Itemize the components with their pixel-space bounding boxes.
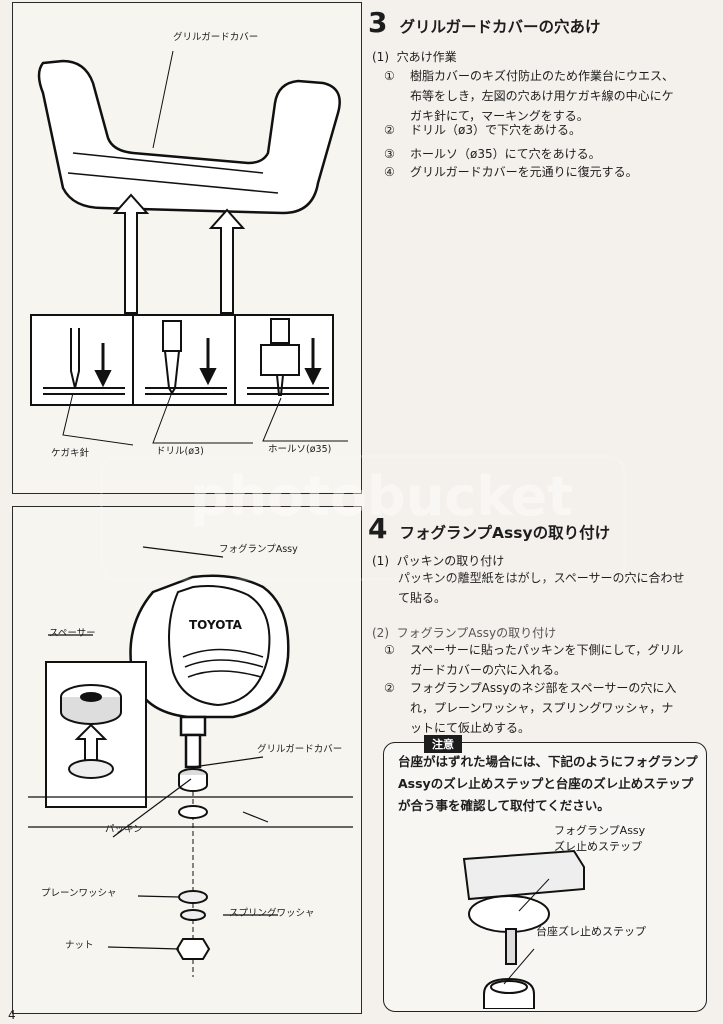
section3-step-3: ③ ホールソ（ø35）にて穴をあける。: [384, 147, 601, 161]
section4-title: フォグランプAssyの取り付け: [399, 524, 611, 542]
foglamp-drawing: [129, 574, 290, 769]
caution-illustration: [462, 849, 585, 1009]
marking-arrows: [112, 193, 246, 314]
holesaw-drawing: [247, 318, 329, 396]
section3-title: グリルガードカバーの穴あけ: [399, 18, 601, 36]
watermark-frame: [100, 455, 626, 581]
page-number: 4: [8, 1008, 16, 1022]
diagram-foglamp-panel: TOYOTA: [12, 506, 362, 1014]
foglamp-exploded-illustration: TOYOTA: [28, 546, 353, 977]
scriber-drawing: [43, 328, 125, 395]
section3-number: 3: [368, 6, 388, 39]
label-packing: パッキン: [105, 824, 143, 835]
watermark-text: photobucket: [190, 465, 574, 528]
drill-drawing: [145, 320, 227, 395]
section4-subheading-2: (2) フォグランプAssyの取り付け: [372, 626, 557, 640]
label-plain-washer: プレーンワッシャ: [41, 888, 117, 899]
section4-step-1: ① スペーサーに貼ったパッキンを下側にして，グリルガードカバーの穴に入れる。: [384, 643, 684, 677]
grille-guard-cover-drawing: [37, 59, 341, 215]
diagram-drilling-panel: グリルガードカバー ケガキ針 ドリル(ø3) ホールソ(ø35): [12, 2, 362, 494]
label-drill: ドリル(ø3): [156, 446, 204, 457]
caution-box: 注意 台座がはずれた場合には、下記のようにフォグランプAssyのズレ止めステップ…: [383, 735, 707, 1012]
label-scriber: ケガキ針: [51, 448, 90, 459]
label-fog-step: フォグランプAssy ズレ止めステップ: [554, 824, 646, 853]
section4-subheading-1: (1) パッキンの取り付け: [372, 554, 505, 568]
label-fog-lamp: フォグランプAssy: [219, 544, 298, 555]
section3-step-1: ① 樹脂カバーのキズ付防止のため作業台にウエス、布等をしき，左図の穴あけ用ケガキ…: [384, 69, 675, 123]
caution-badge: 注意: [424, 735, 462, 753]
section3-step-4: ④ グリルガードカバーを元通りに復元する。: [384, 165, 638, 179]
section4-step-2: ② フォグランプAssyのネジ部をスペーサーの穴に入れ，プレーンワッシャ，スプリ…: [384, 681, 677, 735]
section4-heading: 4 フォグランプAssyの取り付け: [368, 512, 610, 545]
section4-number: 4: [368, 512, 388, 545]
section3-step-2: ② ドリル（ø3）で下穴をあける。: [384, 123, 581, 137]
label-spacer: スペーサー: [49, 628, 96, 639]
section3-heading: 3 グリルガードカバーの穴あけ: [368, 6, 601, 39]
drilling-illustration: [30, 50, 348, 446]
section3-subheading: (1) 穴あけ作業: [372, 50, 457, 64]
caution-text: 台座がはずれた場合には、下記のようにフォグランプAssyのズレ止めステップと台座…: [398, 754, 698, 813]
label-cover: グリルガードカバー: [257, 744, 343, 755]
lamp-brand-text: TOYOTA: [189, 618, 243, 632]
label-base-step: 台座ズレ止めステップ: [536, 925, 646, 938]
label-holesaw: ホールソ(ø35): [268, 444, 332, 455]
label-spring-washer: スプリングワッシャ: [229, 908, 315, 919]
label-grille-guard-cover: グリルガードカバー: [173, 32, 259, 43]
label-nut: ナット: [65, 940, 94, 951]
